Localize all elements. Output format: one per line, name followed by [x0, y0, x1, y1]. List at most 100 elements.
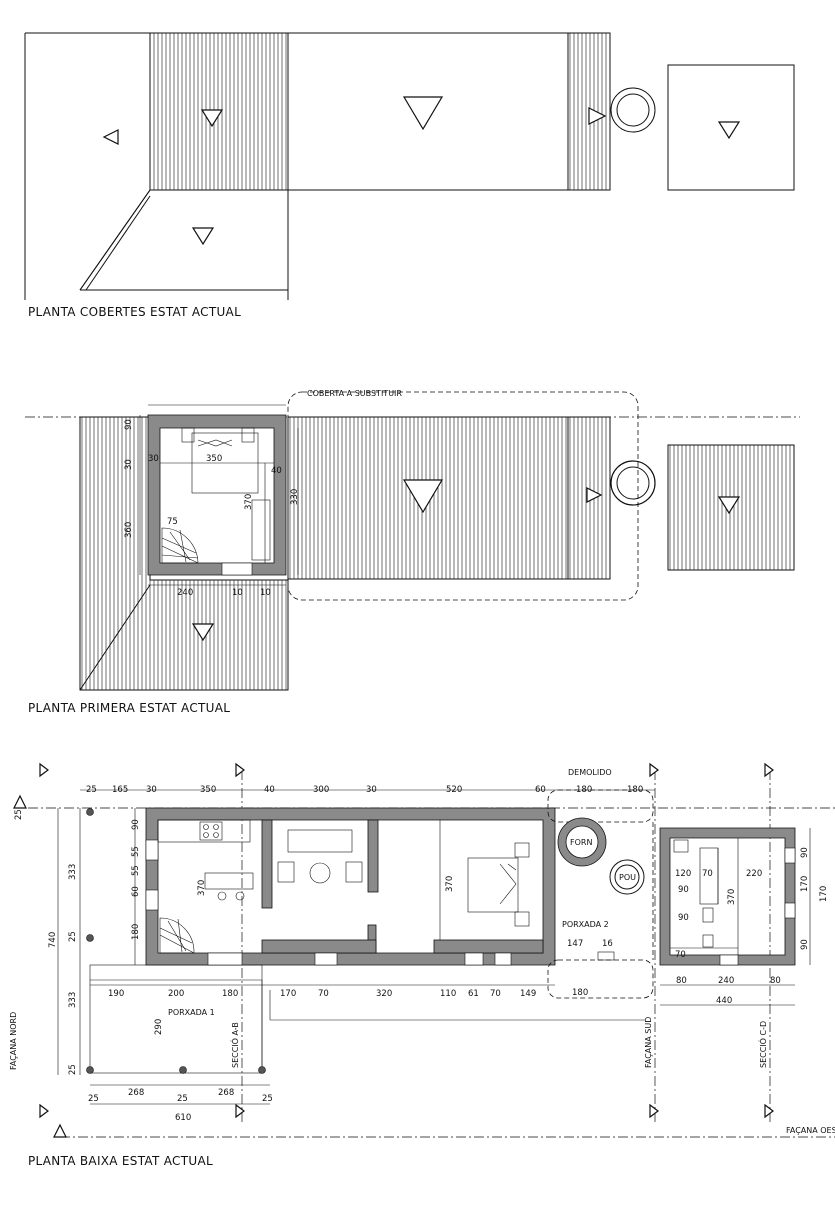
facana-oest-label: FAÇANA OEST	[786, 1126, 835, 1135]
dim-label: 90	[800, 847, 810, 858]
roof-replace-note: COBERTA A SUBSTITUIR	[307, 389, 402, 398]
demolido-label: DEMOLIDO	[568, 768, 612, 777]
dim-label: 370	[197, 880, 207, 896]
dim-label: 350	[200, 785, 216, 795]
dim-label: 268	[218, 1088, 234, 1098]
dim-label: 70	[318, 989, 329, 999]
dim-label: 90	[800, 939, 810, 950]
dim-label: 55	[131, 865, 141, 876]
dim-label: 520	[446, 785, 462, 795]
dim-label: 25	[68, 1064, 78, 1075]
dim-label: 268	[128, 1088, 144, 1098]
dim-label: 25	[14, 809, 24, 820]
dim-label: 60	[131, 886, 141, 897]
dim-label: 55	[131, 846, 141, 857]
slope-arrow-icon	[717, 121, 741, 140]
dim-label: 147	[567, 939, 583, 949]
dim-label: 30	[146, 785, 157, 795]
slope-arrow-icon	[402, 479, 444, 514]
slope-arrow-icon	[717, 496, 741, 515]
dim-label: 190	[108, 989, 124, 999]
dim-label: 240	[177, 588, 193, 598]
forn-label: FORN	[570, 838, 592, 847]
section-marker-icon	[764, 1103, 774, 1119]
dim-label: 75	[167, 517, 178, 527]
facana-sud-label: FAÇANA SUD	[644, 1017, 653, 1068]
dim-label: 170	[800, 876, 810, 892]
dim-label: 61	[468, 989, 479, 999]
section-marker-icon	[39, 762, 49, 778]
dim-label: 30	[148, 454, 159, 464]
dim-label: 25	[86, 785, 97, 795]
dim-label: 350	[206, 454, 222, 464]
dim-label: 90	[124, 419, 134, 430]
section-marker-icon	[235, 762, 245, 778]
section-marker-icon	[235, 1103, 245, 1119]
roof-plan-title: PLANTA COBERTES ESTAT ACTUAL	[28, 305, 241, 319]
dim-label: 170	[280, 989, 296, 999]
roof-plan: PLANTA COBERTES ESTAT ACTUAL	[24, 32, 795, 319]
slope-arrow-icon	[191, 227, 215, 246]
first-floor-title: PLANTA PRIMERA ESTAT ACTUAL	[28, 701, 230, 715]
dim-label: 16	[602, 939, 613, 949]
dim-label: 170	[819, 886, 829, 902]
dim-label: 40	[264, 785, 275, 795]
dim-label: 10	[232, 588, 243, 598]
dim-label: 80	[770, 976, 781, 986]
porxada2-label: PORXADA 2	[562, 920, 609, 929]
dim-label: 25	[68, 931, 78, 942]
ground-floor-title: PLANTA BAIXA ESTAT ACTUAL	[28, 1154, 213, 1168]
dim-label: 180	[222, 989, 238, 999]
slope-arrow-icon	[200, 109, 224, 128]
dim-label: 10	[260, 588, 271, 598]
slope-arrow-icon	[402, 96, 444, 131]
dim-label: 25	[177, 1094, 188, 1104]
section-marker-icon	[764, 762, 774, 778]
dim-label: 180	[576, 785, 592, 795]
first-floor-plan: COBERTA A SUBSTITUIR 90 30 30 350 40 370…	[25, 389, 800, 715]
section-marker-icon	[53, 1123, 67, 1138]
slope-arrow-icon	[102, 129, 119, 145]
dim-label: 220	[746, 869, 762, 879]
section-marker-icon	[39, 1103, 49, 1119]
dim-label: 149	[520, 989, 536, 999]
dim-label: 80	[676, 976, 687, 986]
dim-label: 90	[131, 819, 141, 830]
dim-label: 30	[124, 459, 134, 470]
dim-label: 25	[88, 1094, 99, 1104]
dim-label: 120	[675, 869, 691, 879]
dim-label: 370	[727, 889, 737, 905]
dim-label: 110	[440, 989, 456, 999]
dim-label: 740	[48, 932, 58, 948]
section-marker-icon	[649, 762, 659, 778]
dim-label: 333	[68, 864, 78, 880]
dim-label: 200	[168, 989, 184, 999]
ground-floor-plan: FORN POU DEMOLIDO PORXADA 2 PORXADA 1 25…	[9, 762, 835, 1168]
dim-label: 180	[131, 924, 141, 940]
dim-label: 90	[678, 913, 689, 923]
dim-label: 333	[68, 992, 78, 1008]
dim-label: 70	[490, 989, 501, 999]
dim-label: 290	[154, 1019, 164, 1035]
dim-label: 370	[445, 876, 455, 892]
dim-label: 330	[290, 489, 300, 505]
section-marker-icon	[13, 794, 27, 809]
dim-label: 180	[572, 988, 588, 998]
dim-label: 440	[716, 996, 732, 1006]
dim-label: 90	[678, 885, 689, 895]
facana-nord-label: FAÇANA NORD	[9, 1012, 18, 1070]
dim-label: 70	[702, 869, 713, 879]
dim-label: 180	[627, 785, 643, 795]
seccio-cd-label: SECCIÓ C-D	[757, 1021, 768, 1068]
dim-label: 320	[376, 989, 392, 999]
slope-arrow-icon	[191, 623, 215, 642]
dim-label: 60	[535, 785, 546, 795]
spiral-stair	[161, 527, 199, 564]
dim-label: 25	[262, 1094, 273, 1104]
dim-label: 240	[718, 976, 734, 986]
dim-label: 40	[271, 466, 282, 476]
dim-label: 30	[366, 785, 377, 795]
dim-label: 165	[112, 785, 128, 795]
